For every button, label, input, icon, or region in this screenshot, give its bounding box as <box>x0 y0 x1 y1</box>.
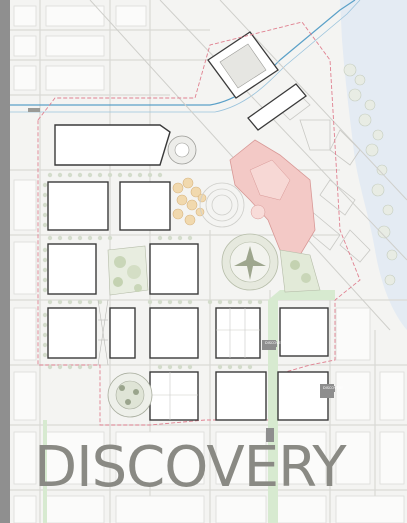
hatched-crossing <box>97 299 109 366</box>
district-boundary <box>37 21 361 426</box>
roundabout-central <box>221 233 279 291</box>
concentric-plaza <box>199 182 245 228</box>
street-tag-south <box>266 428 274 442</box>
outer-blocks <box>13 5 405 523</box>
circular-park-south <box>107 372 153 418</box>
street-tag-west <box>28 108 40 112</box>
green-park-west <box>107 245 149 296</box>
pod-plaza <box>172 177 207 226</box>
block-subdivisions <box>150 308 260 420</box>
street-trees <box>42 127 263 370</box>
development-blocks <box>47 124 329 421</box>
rail-adjacent-buildings <box>207 31 307 131</box>
site-plan-map <box>10 0 407 523</box>
site-plan-sheet: DISCOVERY DISCOVERY DISCOVERY <box>10 0 407 523</box>
cover-title: DISCOVERY <box>34 435 347 500</box>
green-park-east <box>279 249 321 293</box>
shoreline-vegetation <box>343 63 398 286</box>
station-complex <box>229 139 316 256</box>
transit-line-secondary <box>10 0 361 113</box>
green-corridor <box>268 290 335 523</box>
street-label-east: DISCOVERY <box>321 386 344 392</box>
roundabout-north <box>167 135 197 165</box>
street-label-north: DISCOVERY <box>263 341 286 347</box>
